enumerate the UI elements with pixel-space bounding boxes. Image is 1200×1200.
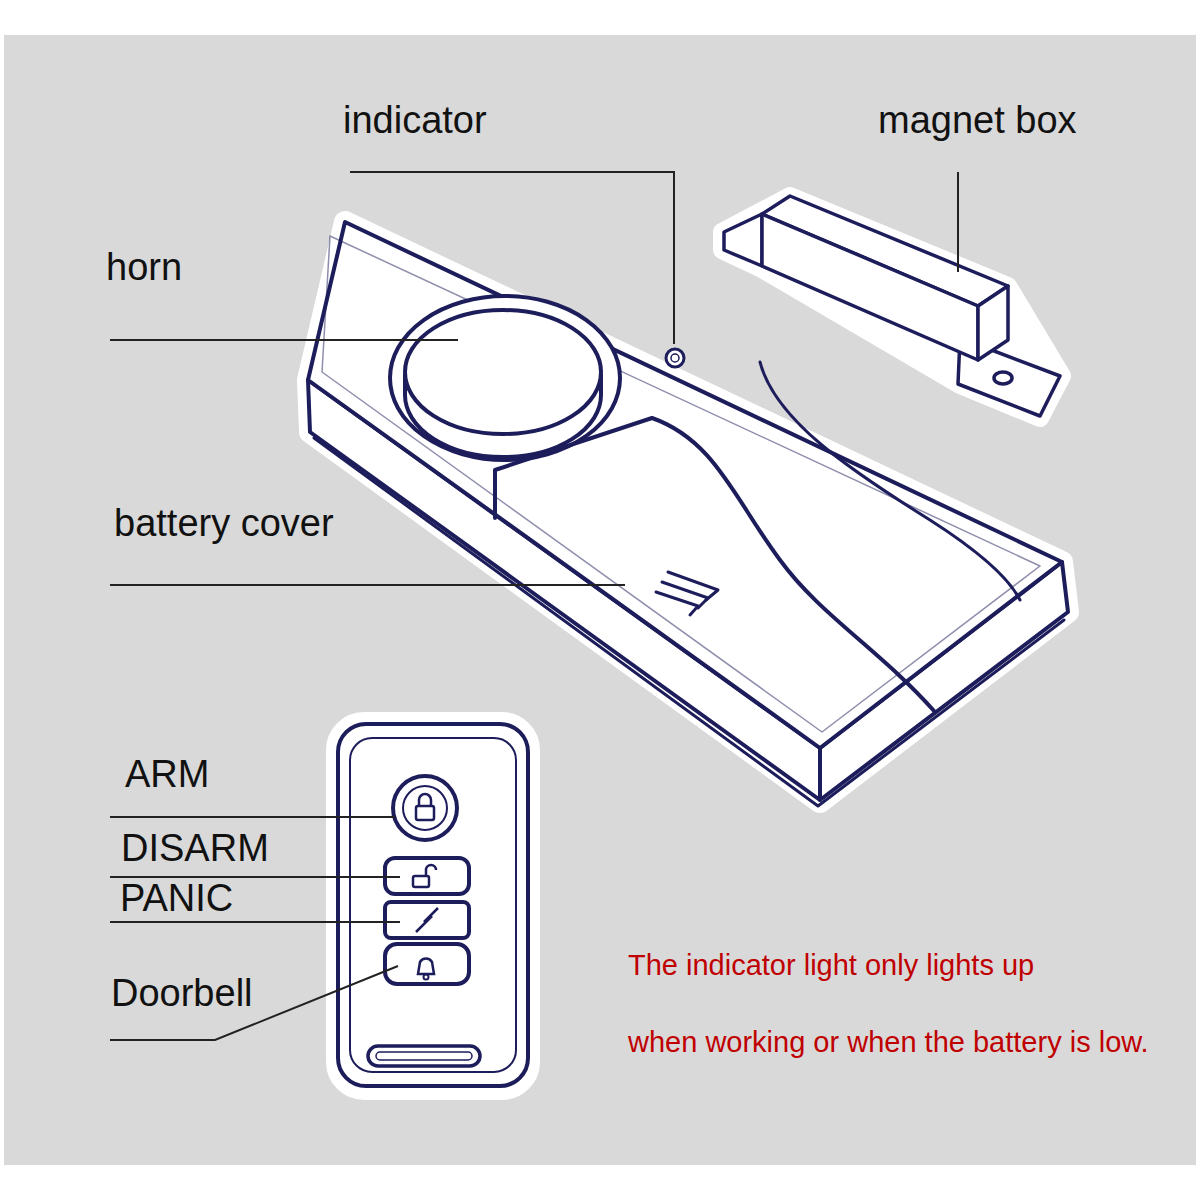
battery-cover: [495, 418, 935, 712]
magnet-leader: [957, 172, 959, 272]
note-text: when working or when the battery is low.: [628, 1027, 1149, 1059]
horn-leader: [110, 339, 458, 341]
magnet-box: [722, 196, 1062, 418]
note-text: The indicator light only lights up: [628, 950, 1034, 982]
horn-cap: [405, 310, 601, 434]
button-label: PANIC: [120, 878, 233, 920]
indicator-leader: [350, 172, 674, 344]
part-label: horn: [106, 247, 182, 289]
cover-chevrons: [656, 572, 718, 615]
indicator-light: [666, 349, 684, 367]
part-label: battery cover: [114, 503, 334, 545]
arm-leader: [110, 816, 395, 818]
panic-leader: [110, 921, 400, 923]
button-label: ARM: [125, 754, 209, 796]
horn-recess: [390, 296, 620, 460]
battery-leader: [110, 584, 625, 586]
button-label: Doorbell: [111, 973, 253, 1015]
part-label: magnet box: [878, 100, 1077, 142]
doorbell-leader: [110, 966, 398, 1040]
arm-button: [393, 776, 457, 840]
part-label: indicator: [343, 100, 487, 142]
panic-button: [385, 902, 469, 938]
remote-control: [334, 720, 532, 1092]
doorbell-button: [385, 944, 469, 984]
button-label: DISARM: [121, 828, 269, 870]
background-panel: [4, 35, 1196, 1165]
leader-lines: [110, 172, 958, 1040]
